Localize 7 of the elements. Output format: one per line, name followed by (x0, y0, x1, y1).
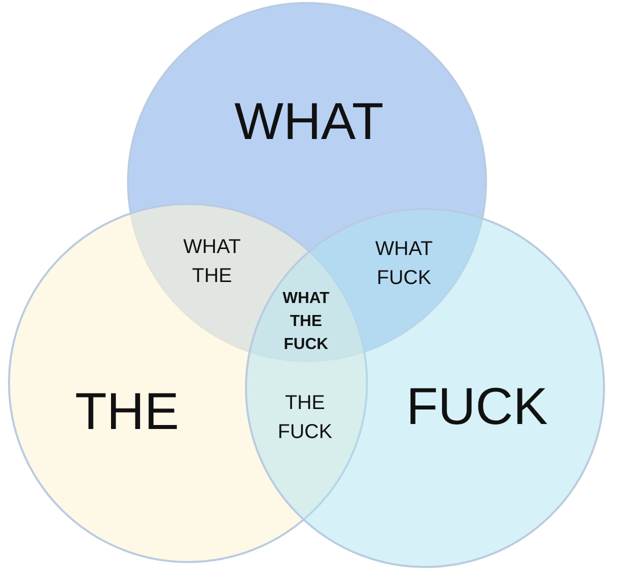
overlap-label: THE FUCK (276, 391, 334, 445)
circle-label: WHAT (234, 92, 384, 152)
circle-label: FUCK (406, 377, 548, 437)
overlap-label: WHAT FUCK (374, 237, 434, 291)
overlap-label: WHAT THE FUCK (282, 289, 330, 356)
overlap-label: WHAT THE (182, 235, 242, 289)
circle-label: THE (75, 382, 179, 442)
